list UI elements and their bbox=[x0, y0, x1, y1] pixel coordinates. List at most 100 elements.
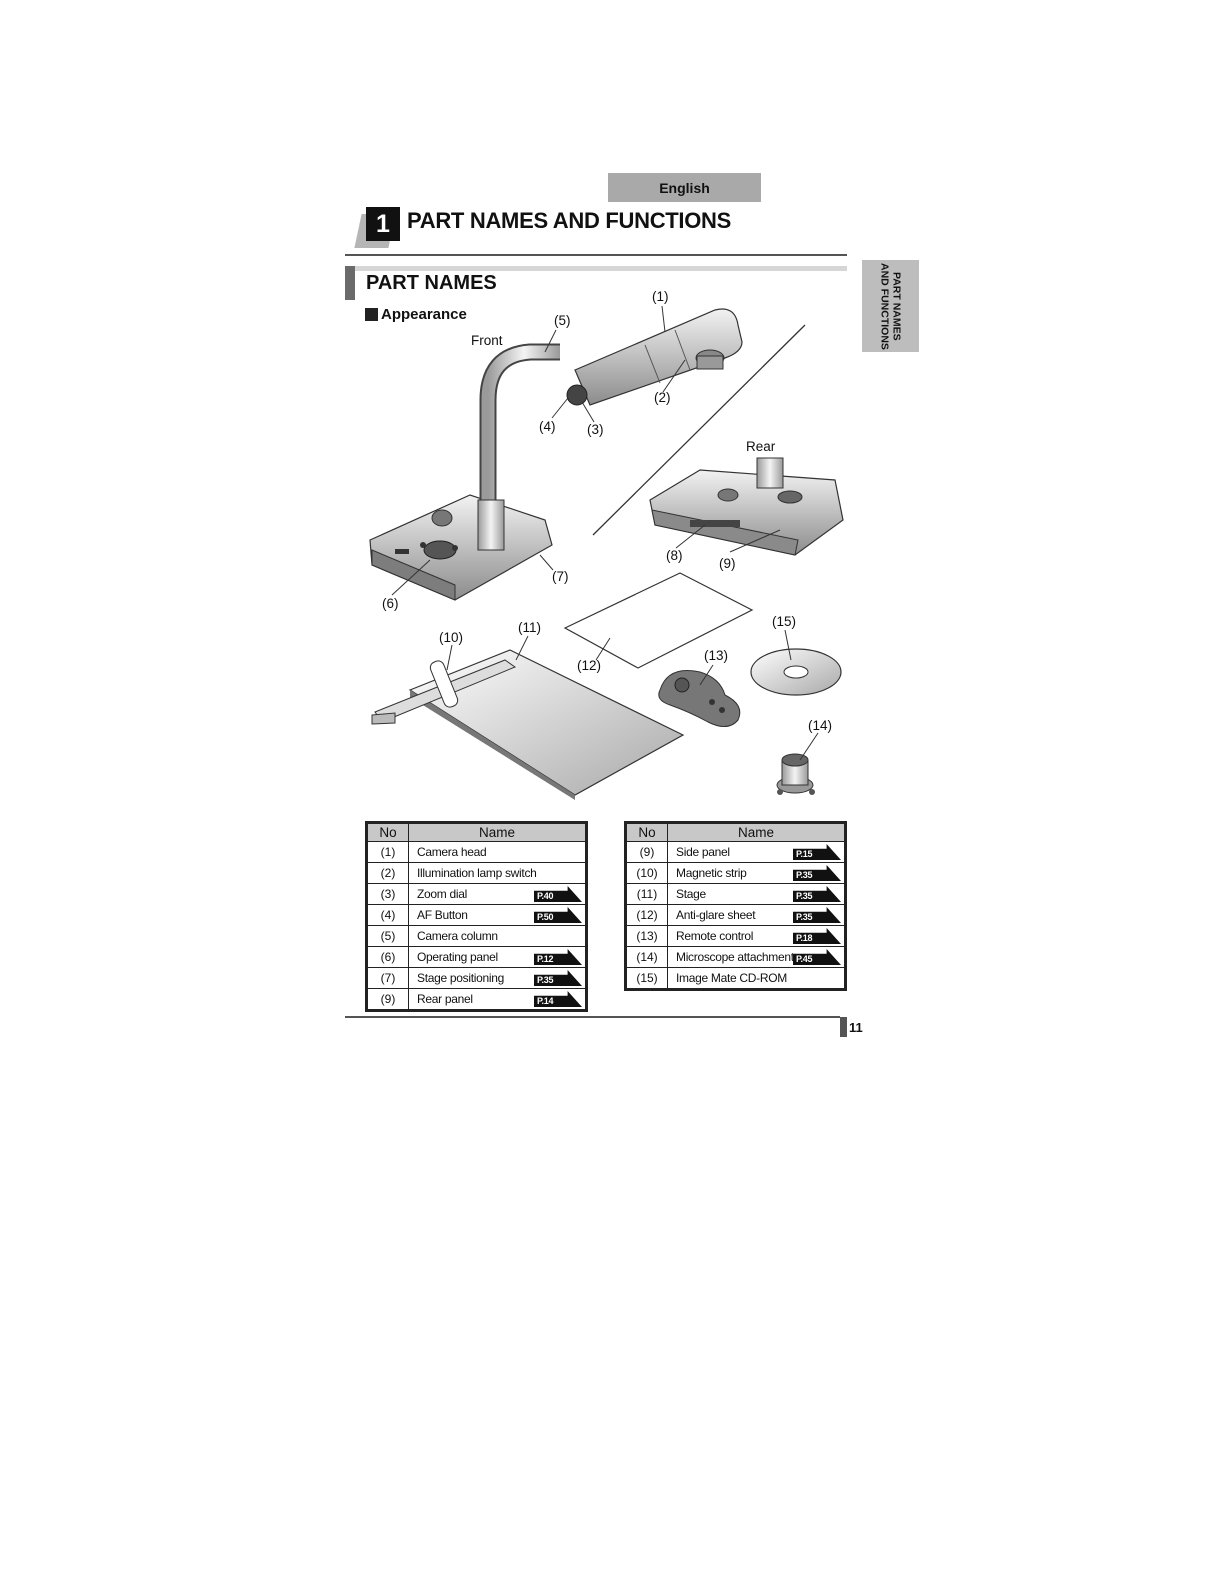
part-name-cell: Rear panel P.14 bbox=[408, 988, 587, 1011]
page-reference-tag[interactable]: P.40 bbox=[534, 886, 582, 902]
callout-9: (9) bbox=[719, 556, 736, 571]
part-name: Stage positioning bbox=[417, 971, 504, 985]
part-number: (4) bbox=[366, 904, 409, 926]
page-reference-tag[interactable]: P.35 bbox=[793, 886, 841, 902]
table-header-row: No Name bbox=[625, 822, 846, 842]
part-name: Microscope attachment bbox=[676, 950, 794, 964]
section-title: PART NAMES bbox=[366, 272, 497, 294]
part-name-cell: Anti-glare sheet P.35 bbox=[667, 904, 846, 926]
page-reference-text: P.12 bbox=[537, 954, 554, 964]
table-row: (4) AF Button P.50 bbox=[366, 904, 587, 926]
page-reference-tag[interactable]: P.50 bbox=[534, 907, 582, 923]
cd-rom bbox=[750, 648, 842, 696]
table-row: (9) Rear panel P.14 bbox=[366, 988, 587, 1011]
callout-15: (15) bbox=[772, 614, 797, 629]
table-row: (11) Stage P.35 bbox=[625, 883, 846, 905]
page-reference-text: P.35 bbox=[796, 891, 813, 901]
page-reference-text: P.35 bbox=[796, 912, 813, 922]
part-number: (10) bbox=[625, 862, 668, 884]
chapter-divider bbox=[345, 254, 847, 256]
language-tab: English bbox=[608, 173, 761, 202]
part-number: (5) bbox=[366, 925, 409, 947]
callout-leader-lines bbox=[391, 305, 819, 761]
part-name-cell: Camera head bbox=[408, 841, 587, 863]
page-reference-text: P.18 bbox=[796, 933, 813, 943]
page-reference-text: P.35 bbox=[796, 870, 813, 880]
part-number: (9) bbox=[625, 841, 668, 863]
part-name: Stage bbox=[676, 887, 706, 901]
page-reference-text: P.45 bbox=[796, 954, 813, 964]
callout-2: (2) bbox=[654, 390, 671, 405]
part-name-cell: Camera column bbox=[408, 925, 587, 947]
front-view-label: Front bbox=[471, 333, 503, 348]
square-bullet-icon bbox=[365, 308, 378, 321]
remote-control bbox=[658, 670, 741, 727]
column-header-no: No bbox=[366, 822, 409, 842]
parts-table-left: No Name (1)Camera head (2)Illumination l… bbox=[365, 821, 588, 1012]
part-name: Anti-glare sheet bbox=[676, 908, 756, 922]
part-name-cell: Side panel P.15 bbox=[667, 841, 846, 863]
part-name: Side panel bbox=[676, 845, 730, 859]
part-number: (11) bbox=[625, 883, 668, 905]
callout-6: (6) bbox=[382, 596, 399, 611]
page-reference-tag[interactable]: P.35 bbox=[793, 865, 841, 881]
front-base-unit bbox=[369, 494, 553, 601]
page-reference-tag[interactable]: P.15 bbox=[793, 844, 841, 860]
side-index-tab-label: PART NAMES AND FUNCTIONS bbox=[878, 262, 903, 350]
column-header-no: No bbox=[625, 822, 668, 842]
page-reference-tag[interactable]: P.35 bbox=[793, 907, 841, 923]
microscope-attachment bbox=[776, 753, 815, 795]
part-name: Image Mate CD-ROM bbox=[676, 971, 787, 985]
part-name: AF Button bbox=[417, 908, 468, 922]
part-name-cell: Stage positioning P.35 bbox=[408, 967, 587, 989]
part-number: (9) bbox=[366, 988, 409, 1011]
page-reference-text: P.35 bbox=[537, 975, 554, 985]
camera-head bbox=[566, 308, 743, 406]
stage bbox=[371, 649, 685, 800]
page-number: 11 bbox=[849, 1020, 863, 1035]
chapter-number-badge: 1 bbox=[366, 207, 400, 241]
table-row: (1)Camera head bbox=[366, 841, 587, 863]
page-reference-tag[interactable]: P.12 bbox=[534, 949, 582, 965]
callout-1: (1) bbox=[652, 289, 669, 304]
part-number: (6) bbox=[366, 946, 409, 968]
callout-11: (11) bbox=[518, 620, 542, 635]
subsection-label: Appearance bbox=[381, 306, 467, 323]
part-number: (12) bbox=[625, 904, 668, 926]
table-row: (2)Illumination lamp switch bbox=[366, 862, 587, 884]
chapter-title: PART NAMES AND FUNCTIONS bbox=[407, 208, 732, 233]
part-name-cell: Image Mate CD-ROM bbox=[667, 967, 846, 990]
section-bar bbox=[345, 266, 355, 300]
page-reference-tag[interactable]: P.45 bbox=[793, 949, 841, 965]
table-header-row: No Name bbox=[366, 822, 587, 842]
table-row: (12) Anti-glare sheet P.35 bbox=[625, 904, 846, 926]
document-camera-illustration bbox=[369, 305, 844, 800]
column-header-name: Name bbox=[408, 822, 587, 842]
part-name: Remote control bbox=[676, 929, 754, 943]
callout-13: (13) bbox=[704, 648, 729, 663]
page-reference-tag[interactable]: P.35 bbox=[534, 970, 582, 986]
page-reference-text: P.40 bbox=[537, 891, 554, 901]
column-header-name: Name bbox=[667, 822, 846, 842]
page-reference-tag[interactable]: P.14 bbox=[534, 991, 582, 1007]
rear-view-label: Rear bbox=[746, 439, 776, 454]
part-name: Camera head bbox=[417, 845, 487, 859]
part-name: Camera column bbox=[417, 929, 498, 943]
anti-glare-sheet bbox=[563, 572, 754, 669]
part-name: Illumination lamp switch bbox=[417, 866, 537, 880]
page-number-bar bbox=[840, 1017, 847, 1037]
part-name: Rear panel bbox=[417, 992, 473, 1006]
callout-14: (14) bbox=[808, 718, 833, 733]
page-reference-tag[interactable]: P.18 bbox=[793, 928, 841, 944]
callout-8: (8) bbox=[666, 548, 683, 563]
subsection-heading: Appearance bbox=[365, 306, 467, 323]
table-row: (5) Camera column bbox=[366, 925, 587, 947]
